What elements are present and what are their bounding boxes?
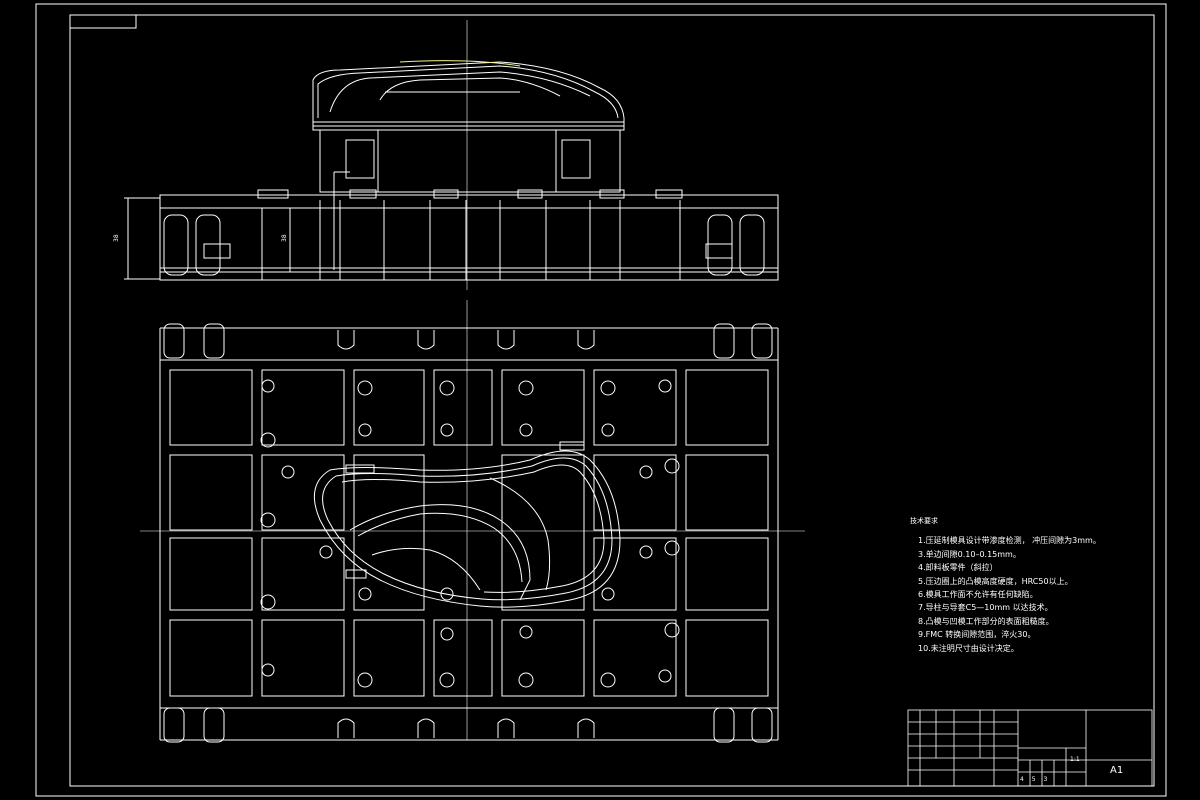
note-line: 4.卸料板零件（斜拉） [918, 563, 998, 573]
mid-dimension-text: 38 [281, 234, 288, 242]
note-line: 3.单边间隙0.10–0.15mm。 [918, 549, 1021, 559]
elevation-view [124, 61, 779, 281]
plan-view [159, 323, 779, 743]
notes-title: 技术要求 [910, 517, 938, 525]
inner-frame [69, 14, 1155, 787]
corner-label-box [69, 14, 137, 29]
left-dimension-text: 38 [113, 234, 120, 242]
note-line: 8.凸模与凹模工作部分的表面粗糙度。 [918, 616, 1054, 626]
note-line: 10.未注明尺寸由设计决定。 [918, 643, 1019, 653]
technical-notes: 技术要求 1.压延制模具设计带渗度检测， 冲压间隙为3mm。 3.单边间隙0.1… [908, 515, 1168, 655]
note-line: 9.FMC 转换间隙范围，淬火30。 [918, 630, 1036, 640]
sheet-numbers: 4 5 3 [1020, 776, 1048, 783]
outer-frame [35, 3, 1167, 797]
note-line: 7.导柱与导套C5—10mm 以达技术。 [918, 603, 1053, 613]
sheet-size: A1 [1110, 765, 1124, 776]
accent-curve [399, 60, 521, 67]
title-block [907, 709, 1153, 787]
note-line: 1.压延制模具设计带渗度检测， 冲压间隙为3mm。 [918, 536, 1101, 546]
note-line: 5.压边圈上的凸模高度硬度，HRC50以上。 [918, 576, 1073, 586]
note-line: 6.模具工作面不允许有任何缺陷。 [918, 590, 1038, 600]
scale-value: 1:1 [1070, 756, 1080, 763]
